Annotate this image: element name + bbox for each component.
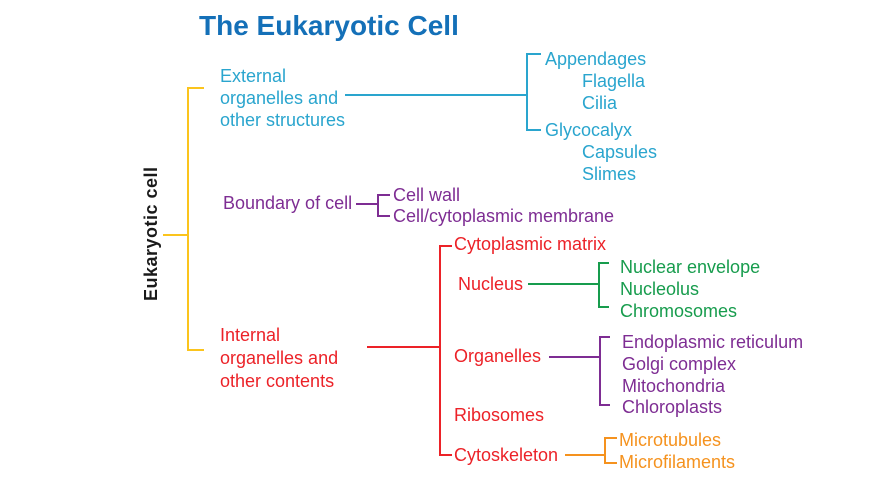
internal-bracket-bottom-tick	[439, 454, 452, 456]
node-cell-membrane: Cell/cytoplasmic membrane	[393, 206, 615, 226]
node-cell-wall: Cell wall	[393, 185, 461, 205]
internal-connector-line	[367, 346, 441, 348]
node-glycocalyx: Glycocalyx	[545, 120, 633, 140]
node-endoplasmic-reticulum: Endoplasmic reticulum	[622, 332, 804, 352]
node-appendages: Appendages	[545, 49, 647, 69]
cytoskeleton-bracket-bottom-tick	[604, 462, 617, 464]
node-nucleolus: Nucleolus	[620, 279, 700, 299]
external-connector-line	[345, 94, 527, 96]
page-title: The Eukaryotic Cell	[199, 10, 459, 41]
organelles-bracket-bottom-tick	[599, 404, 610, 406]
root-node-label: Eukaryotic cell	[141, 166, 161, 302]
node-cilia: Cilia	[582, 93, 618, 113]
nucleus-bracket-vline	[598, 262, 600, 308]
organelles-bracket-top-tick	[599, 336, 610, 338]
node-chromosomes: Chromosomes	[620, 301, 738, 321]
cytoskeleton-connector-line	[565, 454, 606, 456]
internal-bracket-vline	[439, 245, 441, 456]
external-bracket-bottom-tick	[526, 129, 541, 131]
node-internal-label: Internal organelles and other contents	[220, 325, 339, 391]
organelles-bracket-vline	[599, 336, 601, 406]
internal-bracket-top-tick	[439, 245, 452, 247]
node-organelles: Organelles	[454, 346, 542, 366]
node-flagella: Flagella	[582, 71, 646, 91]
node-external-label: External organelles and other structures	[220, 66, 346, 130]
external-bracket-vline	[526, 53, 528, 131]
nucleus-connector-line	[528, 283, 600, 285]
root-bracket-top-tick	[187, 87, 204, 89]
node-golgi-complex: Golgi complex	[622, 354, 737, 374]
nucleus-bracket-top-tick	[598, 262, 609, 264]
external-bracket-top-tick	[526, 53, 541, 55]
boundary-bracket-top-tick	[377, 194, 390, 196]
organelles-connector-line	[549, 356, 600, 358]
node-nuclear-envelope: Nuclear envelope	[620, 257, 761, 277]
node-boundary-label: Boundary of cell	[223, 193, 353, 213]
boundary-connector-line	[356, 203, 378, 205]
boundary-bracket-vline	[377, 194, 379, 217]
node-microtubules: Microtubules	[619, 430, 722, 450]
root-bracket-vline	[187, 87, 189, 351]
boundary-bracket-bottom-tick	[377, 215, 390, 217]
root-connector-line	[163, 234, 188, 236]
node-ribosomes: Ribosomes	[454, 405, 545, 425]
node-chloroplasts: Chloroplasts	[622, 397, 723, 417]
node-slimes: Slimes	[582, 164, 637, 184]
node-microfilaments: Microfilaments	[619, 452, 736, 472]
node-cytoplasmic-matrix: Cytoplasmic matrix	[454, 234, 607, 254]
node-capsules: Capsules	[582, 142, 658, 162]
node-cytoskeleton: Cytoskeleton	[454, 445, 559, 465]
cytoskeleton-bracket-vline	[604, 437, 606, 464]
cytoskeleton-bracket-top-tick	[604, 437, 617, 439]
node-mitochondria: Mitochondria	[622, 376, 726, 396]
nucleus-bracket-bottom-tick	[598, 306, 609, 308]
root-bracket-bottom-tick	[187, 349, 204, 351]
node-nucleus: Nucleus	[458, 274, 524, 294]
